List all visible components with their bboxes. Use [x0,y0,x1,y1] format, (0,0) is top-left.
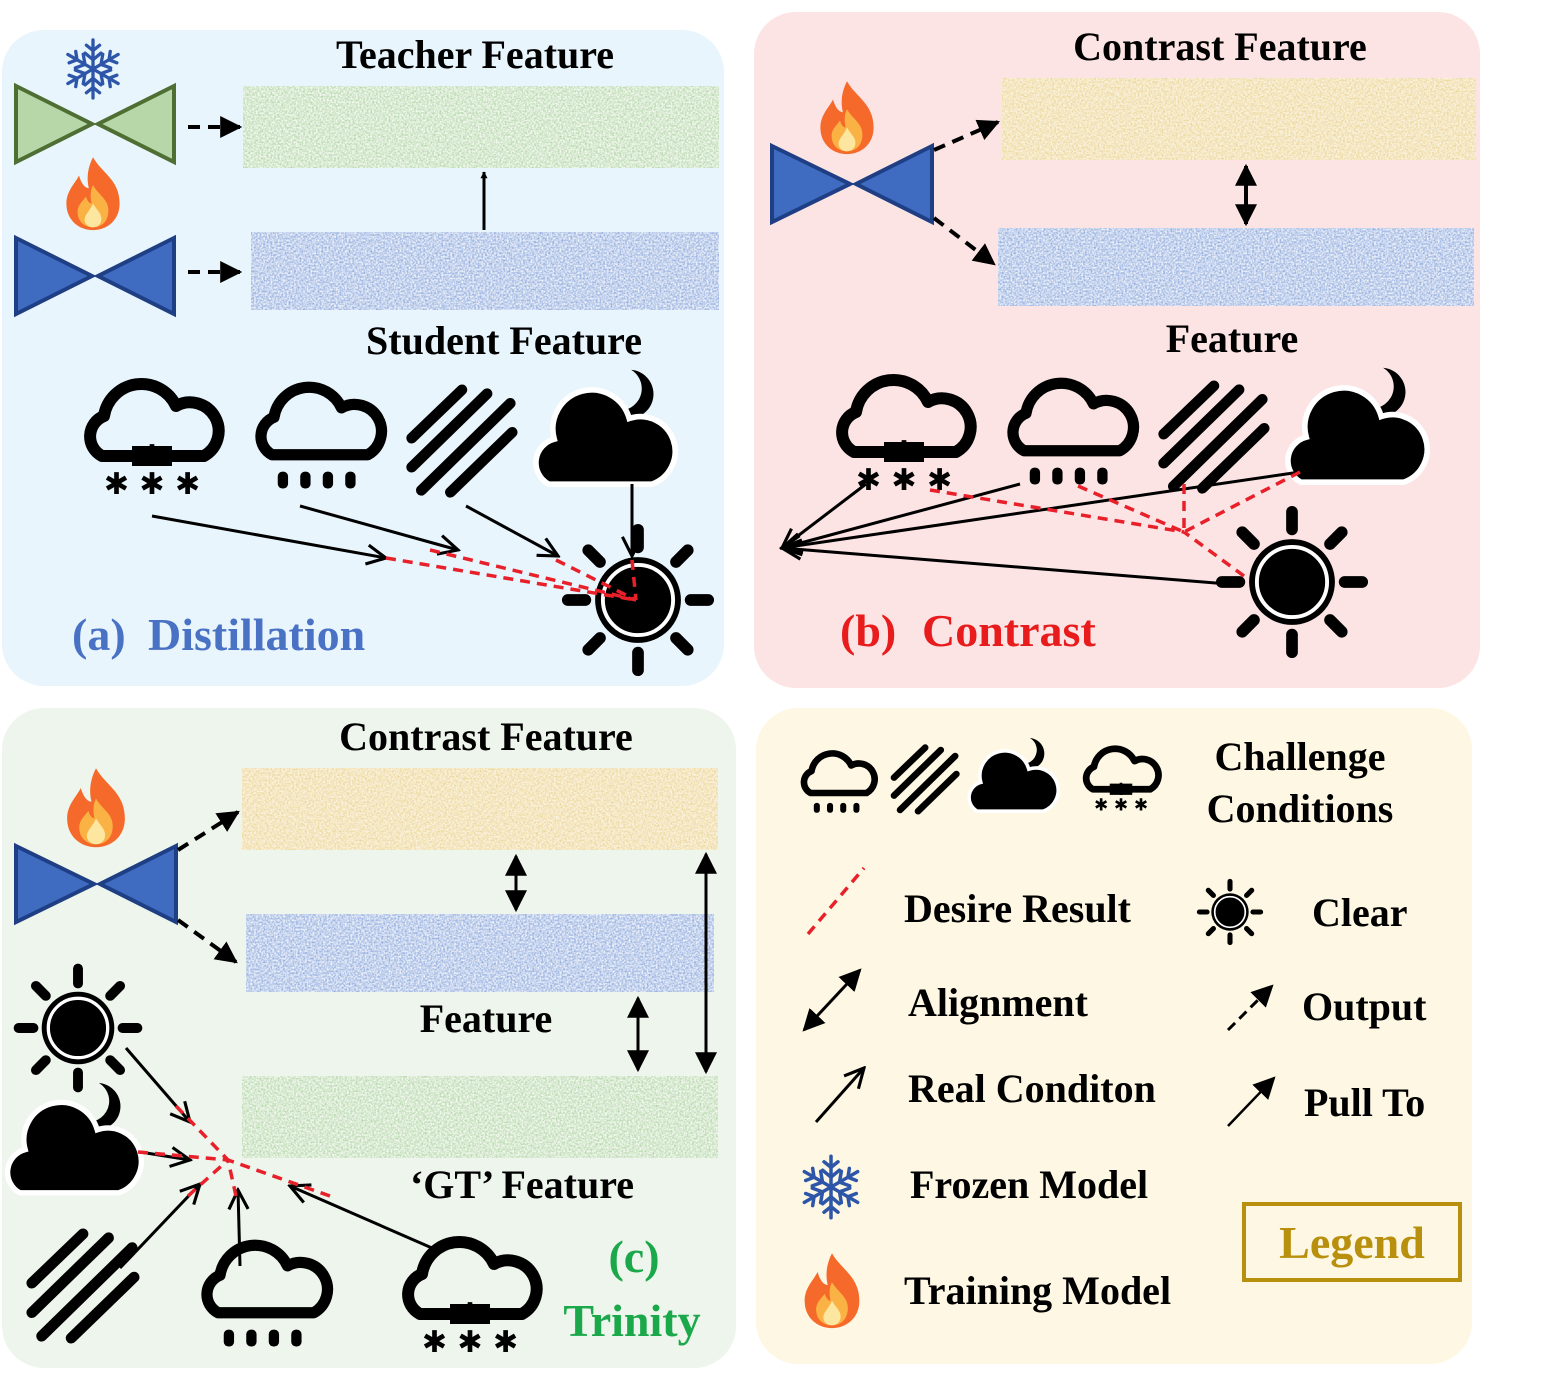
desire-result-lines [385,548,638,602]
gt-feature-bar [242,1076,718,1158]
real-condition-arrows [782,470,1301,586]
legend-title-box [1242,1202,1462,1282]
training-model-right-icon [93,234,176,318]
desire-result-lines [137,1104,331,1198]
teacher-feature-bar [243,86,719,168]
legend-alignment-label: Alignment [908,980,1089,1025]
training-model-left-icon [770,142,855,226]
panel-contrast: Contrast Feature Feature (b) Contrast [754,12,1480,688]
panel-b-title-word: Contrast [922,605,1096,656]
panel-a-title-letter: (a) [72,609,126,660]
desire-result-lines [929,470,1301,578]
contrast-feature-bar [1002,78,1476,160]
legend-pull-to-label: Pull To [1304,1080,1425,1125]
legend-pull-to-arrow [1227,1076,1276,1127]
panel-trinity: Contrast Feature Feature ‘GT’ Feature (c… [2,708,736,1368]
panel-c-title-letter: (c) [608,1231,659,1282]
sun-icon [568,530,708,670]
feature-label: Feature [420,996,553,1041]
training-model-left-icon [14,842,99,926]
legend-challenge-line2: Conditions [1207,786,1394,831]
output-arrow [176,918,238,964]
output-arrow [933,119,1001,152]
output-arrow [932,216,996,266]
legend-real-condition-arrow [814,1068,864,1123]
student-feature-bar [251,232,719,310]
legend-alignment-arrow [802,968,862,1032]
legend-real-condition-label: Real Conditon [908,1066,1156,1111]
training-model-right-icon [851,142,934,226]
panel-b-background [754,12,1480,688]
output-arrow [176,810,240,852]
frozen-model-right-icon [93,82,176,166]
legend-output-arrow [1226,984,1274,1032]
student-feature-label: Student Feature [366,318,642,363]
panel-a-title-word: Distillation [148,609,365,660]
legend-panel: Challenge Conditions Desire Result Clear… [756,708,1472,1364]
frozen-model-left-icon [14,82,97,166]
legend-training-label: Training Model [904,1268,1171,1313]
training-model-left-icon [14,234,97,318]
panel-c-title-word: Trinity [563,1295,700,1346]
panel-b-title-letter: (b) [840,605,896,656]
legend-frozen-label: Frozen Model [910,1162,1148,1207]
teacher-feature-label: Teacher Feature [336,32,614,77]
contrast-feature-label: Contrast Feature [339,714,633,759]
feature-bar [246,914,714,992]
legend-sun-icon [1199,881,1260,942]
legend-output-label: Output [1302,984,1427,1029]
sun-icon [19,969,138,1088]
legend-challenge-line1: Challenge [1214,734,1385,779]
training-model-right-icon [95,842,178,926]
panel-distillation: Teacher Feature Student Feature (a) Dist… [2,30,724,686]
legend-title: Legend [1279,1217,1425,1268]
legend-background [756,708,1472,1364]
real-condition-arrows [151,484,632,558]
feature-label: Feature [1166,316,1299,361]
feature-bar [998,228,1474,306]
contrast-feature-bar [242,768,718,850]
legend-desire-label: Desire Result [904,886,1132,931]
sun-icon [1222,512,1362,652]
legend-clear-label: Clear [1312,890,1408,935]
contrast-feature-label: Contrast Feature [1073,24,1367,69]
gt-feature-label: ‘GT’ Feature [410,1162,634,1207]
legend-desire-line [806,866,866,936]
